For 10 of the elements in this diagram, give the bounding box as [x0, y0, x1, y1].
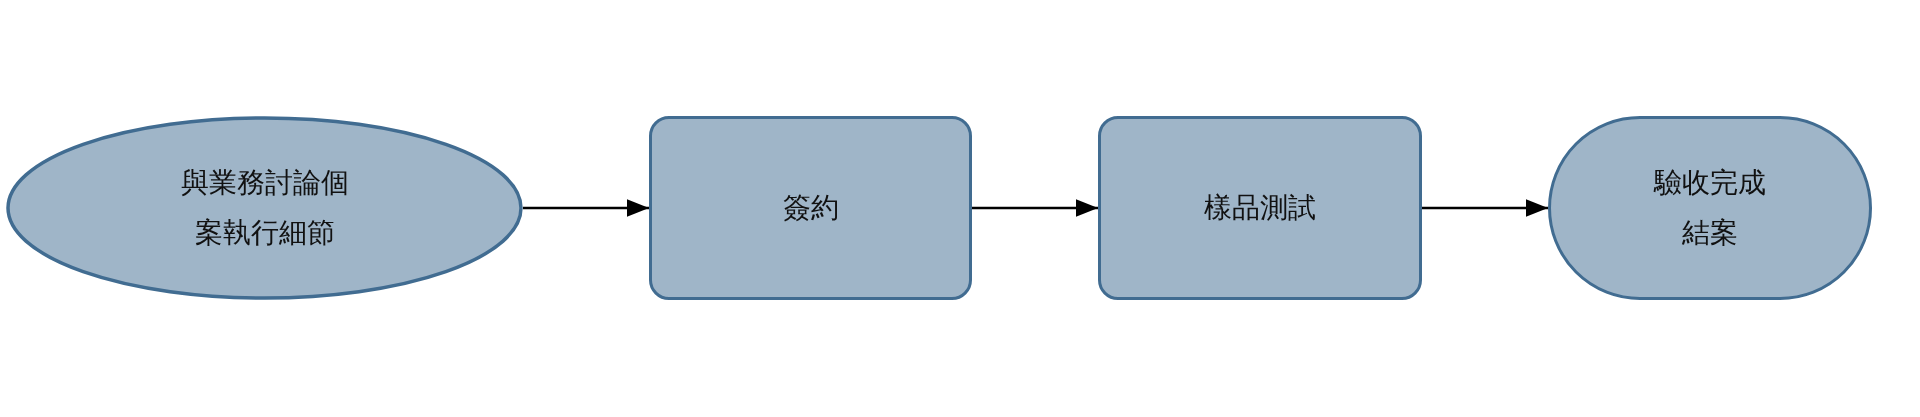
- arrow: [1422, 199, 1548, 217]
- ellipse-node: [6, 116, 523, 300]
- process-box: [649, 116, 972, 300]
- node-label: 樣品測試: [1203, 190, 1317, 226]
- arrow: [523, 199, 649, 217]
- node-label: 驗收完成結案: [1652, 165, 1767, 251]
- process-box: [1098, 116, 1422, 300]
- node-label: 簽約: [781, 190, 840, 226]
- node-label: 與業務討論個案執行細節: [179, 165, 350, 251]
- arrow: [972, 199, 1098, 217]
